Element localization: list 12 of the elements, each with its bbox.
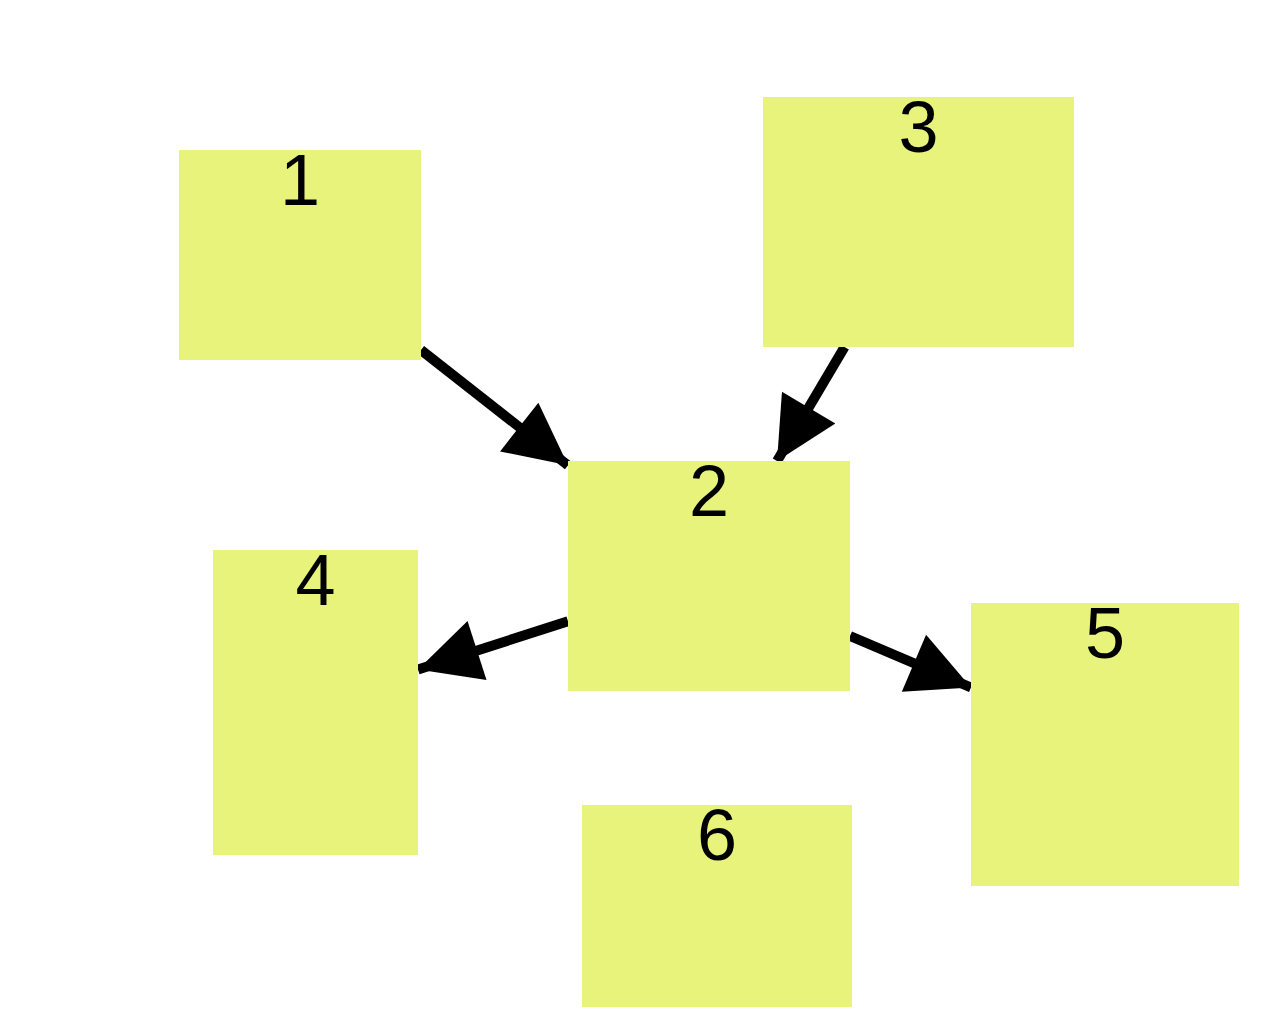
node-number: 5 bbox=[1084, 597, 1125, 669]
process-box bbox=[568, 461, 850, 691]
node-number: 6 bbox=[696, 799, 737, 871]
process-box bbox=[971, 603, 1239, 886]
node-number: 2 bbox=[688, 455, 729, 527]
process-box bbox=[179, 150, 421, 360]
process-box bbox=[213, 550, 418, 855]
node-number: 1 bbox=[279, 144, 320, 216]
node-number: 3 bbox=[898, 91, 939, 163]
process-box bbox=[582, 805, 852, 1007]
node-number: 4 bbox=[295, 544, 336, 616]
process-box bbox=[763, 97, 1074, 347]
